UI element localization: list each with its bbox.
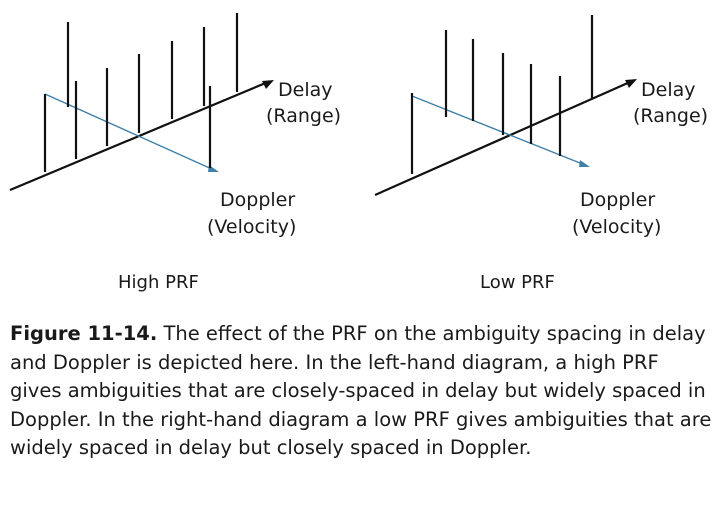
- doppler-axis: [411, 95, 586, 166]
- figure-diagrams: Delay (Range) Doppler (Velocity) High PR…: [9, 13, 708, 293]
- delay-axis: [374, 80, 631, 197]
- velocity-label: (Velocity): [207, 216, 296, 238]
- doppler-axis-arrowhead: [579, 160, 590, 167]
- delay-label: Delay: [278, 79, 333, 101]
- range-label: (Range): [266, 105, 341, 127]
- delay-axis-arrowhead: [262, 80, 274, 89]
- diagram-title-low-prf: Low PRF: [480, 272, 555, 293]
- delay-label: Delay: [641, 79, 696, 101]
- range-label: (Range): [633, 105, 708, 127]
- figure-number: Figure 11-14.: [10, 322, 158, 345]
- high-prf-diagram: Delay (Range) Doppler (Velocity) High PR…: [9, 13, 341, 293]
- doppler-label: Doppler: [580, 189, 655, 211]
- caption-text: The effect of the PRF on the ambiguity s…: [10, 322, 712, 459]
- doppler-label: Doppler: [220, 189, 295, 211]
- figure-caption: Figure 11-14. The effect of the PRF on t…: [10, 320, 715, 463]
- doppler-axis: [44, 93, 215, 171]
- velocity-label: (Velocity): [572, 216, 661, 238]
- delay-axis-arrowhead: [625, 79, 637, 88]
- diagram-title-high-prf: High PRF: [118, 272, 199, 293]
- low-prf-diagram: Delay (Range) Doppler (Velocity) Low PRF: [374, 15, 708, 293]
